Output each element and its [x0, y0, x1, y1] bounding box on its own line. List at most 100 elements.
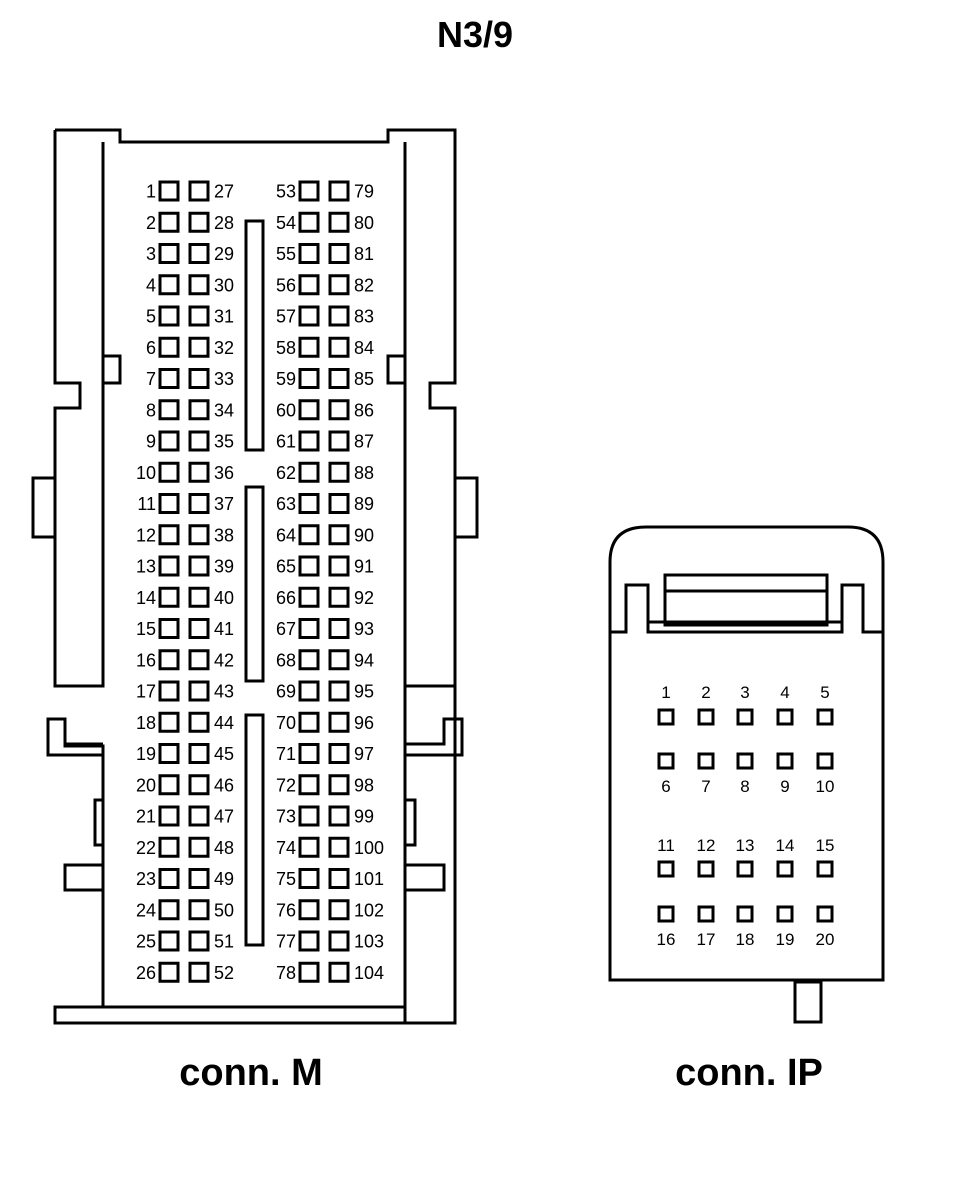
- conn-m-pin-label-96: 96: [354, 713, 374, 733]
- conn-m-pin-label-71: 71: [276, 744, 296, 764]
- connector-m-separator-1: [244, 219, 265, 452]
- conn-ip-pin-15: [816, 860, 834, 878]
- conn-ip-pin-17: [697, 905, 715, 923]
- conn-m-pin-61: [298, 430, 320, 452]
- conn-m-pin-98: [328, 774, 350, 796]
- conn-ip-pin-4: [776, 708, 794, 726]
- conn-m-pin-28: [188, 211, 210, 233]
- conn-m-pin-51: [188, 930, 210, 952]
- conn-m-pin-34: [188, 399, 210, 421]
- conn-m-pin-label-13: 13: [136, 557, 156, 577]
- conn-ip-pin-label-8: 8: [740, 777, 749, 796]
- conn-m-pin-label-43: 43: [214, 682, 234, 702]
- conn-m-pin-33: [188, 368, 210, 389]
- conn-m-pin-96: [328, 711, 350, 733]
- conn-m-pin-44: [188, 711, 210, 733]
- conn-m-pin-78: [298, 961, 320, 983]
- conn-m-pin-label-104: 104: [354, 963, 384, 983]
- conn-m-pin-99: [328, 805, 350, 827]
- conn-m-pin-84: [328, 336, 350, 358]
- conn-m-pin-90: [328, 524, 350, 546]
- conn-m-pin-label-17: 17: [136, 682, 156, 702]
- conn-m-pin-label-50: 50: [214, 900, 234, 920]
- conn-ip-pin-label-6: 6: [661, 777, 670, 796]
- conn-m-pin-74: [298, 836, 320, 858]
- conn-m-pin-7: [158, 368, 180, 389]
- conn-m-pin-label-69: 69: [276, 682, 296, 702]
- conn-m-pin-25: [158, 930, 180, 952]
- conn-m-pin-6: [158, 336, 180, 358]
- conn-m-pin-58: [298, 336, 320, 358]
- conn-m-pin-label-15: 15: [136, 619, 156, 639]
- conn-m-pin-label-1: 1: [146, 182, 156, 202]
- conn-ip-pin-label-19: 19: [776, 930, 795, 949]
- conn-m-pin-label-94: 94: [354, 650, 374, 670]
- conn-m-pin-label-6: 6: [146, 338, 156, 358]
- conn-m-pin-10: [158, 461, 180, 483]
- conn-m-pin-31: [188, 305, 210, 327]
- connector-m-pins: 1234567891011121314151617181920212223242…: [136, 180, 384, 983]
- conn-ip-pin-19: [776, 905, 794, 923]
- connector-m-right-latch: [455, 476, 479, 539]
- conn-m-pin-label-39: 39: [214, 557, 234, 577]
- conn-m-pin-label-61: 61: [276, 432, 296, 452]
- conn-m-pin-104: [328, 961, 350, 983]
- conn-m-pin-label-20: 20: [136, 775, 156, 795]
- connector-m-right-lower: [403, 686, 464, 1023]
- conn-m-pin-89: [328, 493, 350, 514]
- conn-m-pin-label-84: 84: [354, 338, 374, 358]
- conn-m-pin-57: [298, 305, 320, 327]
- conn-m-pin-label-76: 76: [276, 900, 296, 920]
- conn-m-pin-82: [328, 274, 350, 296]
- conn-ip-pin-label-2: 2: [701, 683, 710, 702]
- conn-m-pin-label-103: 103: [354, 932, 384, 952]
- conn-m-pin-75: [298, 868, 320, 889]
- conn-m-pin-label-68: 68: [276, 650, 296, 670]
- conn-m-pin-label-59: 59: [276, 369, 296, 389]
- conn-m-pin-42: [188, 649, 210, 671]
- conn-m-pin-80: [328, 211, 350, 233]
- conn-m-pin-label-24: 24: [136, 900, 156, 920]
- conn-ip-pin-2: [697, 708, 715, 726]
- conn-m-pin-30: [188, 274, 210, 296]
- conn-m-pin-97: [328, 743, 350, 764]
- conn-m-pin-11: [158, 493, 180, 514]
- conn-ip-pin-13: [736, 860, 754, 878]
- conn-m-pin-95: [328, 680, 350, 702]
- conn-m-pin-label-48: 48: [214, 838, 234, 858]
- conn-m-pin-label-29: 29: [214, 244, 234, 264]
- conn-ip-pin-14: [776, 860, 794, 878]
- conn-m-pin-102: [328, 899, 350, 921]
- conn-m-pin-label-83: 83: [354, 307, 374, 327]
- conn-m-pin-label-31: 31: [214, 307, 234, 327]
- conn-m-pin-label-9: 9: [146, 432, 156, 452]
- conn-m-pin-label-56: 56: [276, 275, 296, 295]
- conn-ip-pin-16: [657, 905, 675, 923]
- connector-ip: [608, 525, 885, 1024]
- connector-m-right-notch: [386, 354, 405, 385]
- conn-m-pin-2: [158, 211, 180, 233]
- conn-ip-pin-5: [816, 708, 834, 726]
- conn-m-pin-64: [298, 524, 320, 546]
- conn-ip-pin-label-3: 3: [740, 683, 749, 702]
- conn-m-pin-label-86: 86: [354, 400, 374, 420]
- conn-m-pin-87: [328, 430, 350, 452]
- conn-m-pin-label-91: 91: [354, 557, 374, 577]
- conn-ip-pin-1: [657, 708, 675, 726]
- connector-m-left-notch: [103, 354, 122, 385]
- conn-m-pin-22: [158, 836, 180, 858]
- conn-m-pin-label-99: 99: [354, 807, 374, 827]
- conn-m-pin-91: [328, 555, 350, 577]
- connector-m: [31, 128, 479, 1025]
- conn-m-pin-label-53: 53: [276, 182, 296, 202]
- conn-m-pin-68: [298, 649, 320, 671]
- conn-m-pin-9: [158, 430, 180, 452]
- conn-ip-pin-label-18: 18: [736, 930, 755, 949]
- conn-m-pin-59: [298, 368, 320, 389]
- conn-m-pin-label-90: 90: [354, 525, 374, 545]
- conn-ip-pin-label-14: 14: [776, 836, 795, 855]
- conn-m-pin-17: [158, 680, 180, 702]
- conn-m-pin-53: [298, 180, 320, 202]
- conn-m-pin-52: [188, 961, 210, 983]
- conn-m-pin-65: [298, 555, 320, 577]
